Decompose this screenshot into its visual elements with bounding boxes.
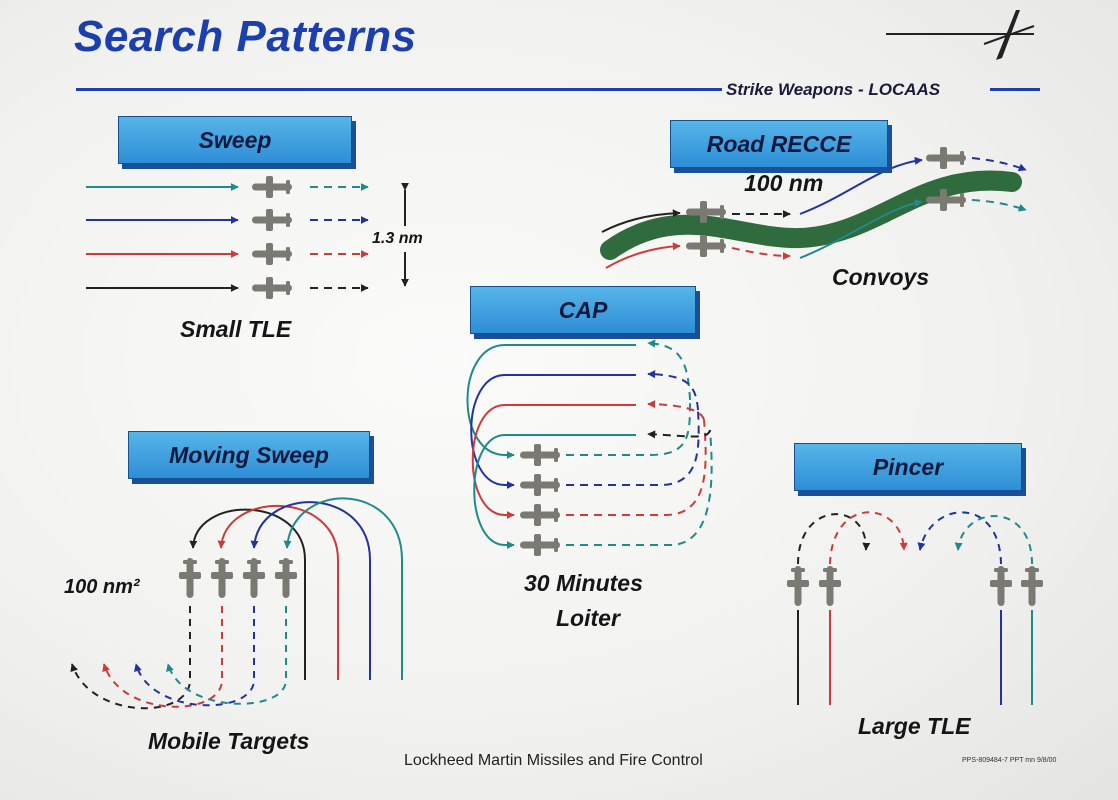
- sweep-track-black: [86, 277, 369, 299]
- cap-title-box: CAP: [470, 286, 696, 334]
- moving-sweep-pattern: [70, 497, 403, 710]
- moving-sweep-caption: Mobile Targets: [148, 728, 310, 754]
- sweep-pattern: [86, 176, 409, 299]
- road-recce-distance: 100 nm: [744, 170, 824, 196]
- pincer-caption: Large TLE: [858, 713, 971, 739]
- sweep-track-red: [86, 243, 369, 265]
- sweep-caption: Small TLE: [180, 316, 292, 342]
- moving-sweep-area-label: 100 nm²: [64, 576, 140, 598]
- cap-caption-line1: 30 Minutes: [524, 570, 643, 596]
- moving-sweep-title-box: Moving Sweep: [128, 431, 370, 479]
- pincer-pattern: [787, 511, 1043, 705]
- cap-caption-line2: Loiter: [556, 605, 620, 631]
- footer-text: Lockheed Martin Missiles and Fire Contro…: [404, 752, 703, 769]
- sweep-dimension-label: 1.3 nm: [372, 230, 423, 247]
- logo-line: [886, 33, 1034, 35]
- sweep-title-box: Sweep: [118, 116, 352, 164]
- pincer-title-box: Pincer: [794, 443, 1022, 491]
- page-title: Search Patterns: [74, 12, 417, 61]
- road-recce-pattern: [600, 147, 1027, 269]
- header-rule-left: [76, 88, 722, 91]
- header-rule-right: [990, 88, 1040, 91]
- road-recce-title-box: Road RECCE: [670, 120, 888, 168]
- road: [600, 170, 1022, 260]
- page-subtitle: Strike Weapons - LOCAAS: [726, 80, 941, 99]
- sweep-track-teal: [86, 176, 369, 198]
- road-recce-caption: Convoys: [832, 264, 930, 290]
- document-code: PPS-809484-7 PPT mn 9/8/00: [962, 757, 1057, 764]
- sweep-track-blue: [86, 209, 369, 231]
- lockheed-star-icon: [983, 10, 1035, 60]
- cap-pattern: [466, 339, 713, 556]
